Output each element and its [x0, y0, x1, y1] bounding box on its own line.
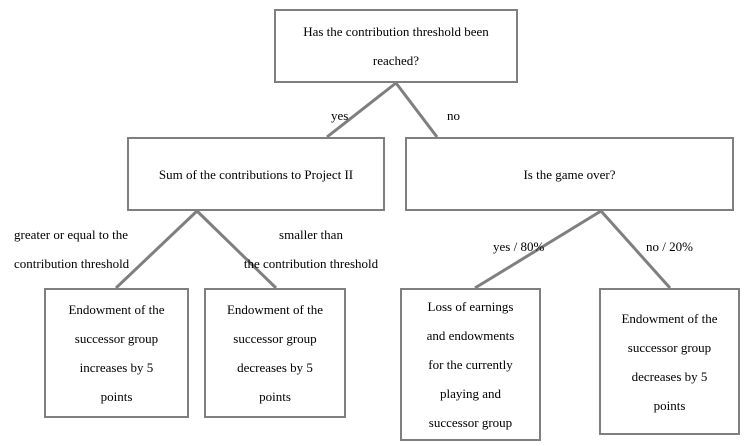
decrease-line-2: successor group — [233, 331, 317, 346]
increase-line-1: Endowment of the — [68, 302, 165, 317]
decrease-final-line-4: points — [653, 397, 686, 413]
edge-sum-to-increase — [114, 209, 199, 290]
decrease-line-1: Endowment of the — [226, 302, 324, 317]
threshold-question-line-1: Has the contribution threshold been — [303, 24, 489, 39]
loss-line-4: playing and — [439, 386, 501, 401]
edge-label-greater-or-equal: greater or equal to the contribution thr… — [14, 220, 129, 278]
game-over-label: Is the game over? — [523, 166, 616, 182]
decrease-line-4: points — [259, 389, 291, 404]
edge-root-to-sum — [326, 81, 397, 139]
edge-label-no-20: no / 20% — [646, 239, 693, 254]
game-over-box: Is the game over? — [405, 137, 734, 211]
endowment-decrease-box: Endowment of the successor group decreas… — [204, 288, 346, 418]
decrease-final-line-1: Endowment of the — [621, 310, 718, 326]
decrease-line-3: decreases by 5 — [237, 360, 313, 375]
edge-game-over-to-decrease — [599, 209, 672, 290]
decrease-final-line-3: decreases by 5 — [631, 368, 708, 384]
edge-root-to-game-over — [394, 82, 439, 138]
edge-sum-to-decrease — [195, 209, 278, 290]
smaller-line-1: smaller than — [279, 227, 343, 242]
loss-line-1: Loss of earnings — [427, 299, 514, 314]
increase-line-2: successor group — [74, 331, 159, 346]
edge-game-over-to-loss — [474, 209, 602, 290]
decrease-final-line-2: successor group — [627, 339, 712, 355]
threshold-question-line-2: reached? — [372, 53, 420, 68]
edge-label-no: no — [447, 108, 460, 123]
edge-label-yes: yes — [331, 108, 349, 123]
threshold-question-box: Has the contribution threshold been reac… — [274, 9, 518, 83]
smaller-line-2: the contribution threshold — [243, 256, 379, 271]
sum-contributions-box: Sum of the contributions to Project II — [127, 137, 385, 211]
endowment-increase-box: Endowment of the successor group increas… — [44, 288, 189, 418]
loss-line-3: for the currently — [428, 357, 513, 372]
edge-label-smaller-than: smaller than the contribution threshold — [236, 220, 386, 278]
increase-line-3: increases by 5 — [79, 360, 154, 375]
loss-line-5: successor group — [428, 415, 513, 430]
increase-line-4: points — [100, 389, 133, 404]
greater-line-2: contribution threshold — [14, 256, 130, 271]
edge-label-yes-80: yes / 80% — [493, 239, 545, 254]
loss-of-earnings-box: Loss of earnings and endowments for the … — [400, 288, 541, 441]
loss-line-2: and endowments — [426, 328, 515, 343]
endowment-decrease-final-box: Endowment of the successor group decreas… — [599, 288, 740, 435]
sum-contributions-label: Sum of the contributions to Project II — [158, 166, 354, 182]
greater-line-1: greater or equal to the — [14, 227, 129, 242]
